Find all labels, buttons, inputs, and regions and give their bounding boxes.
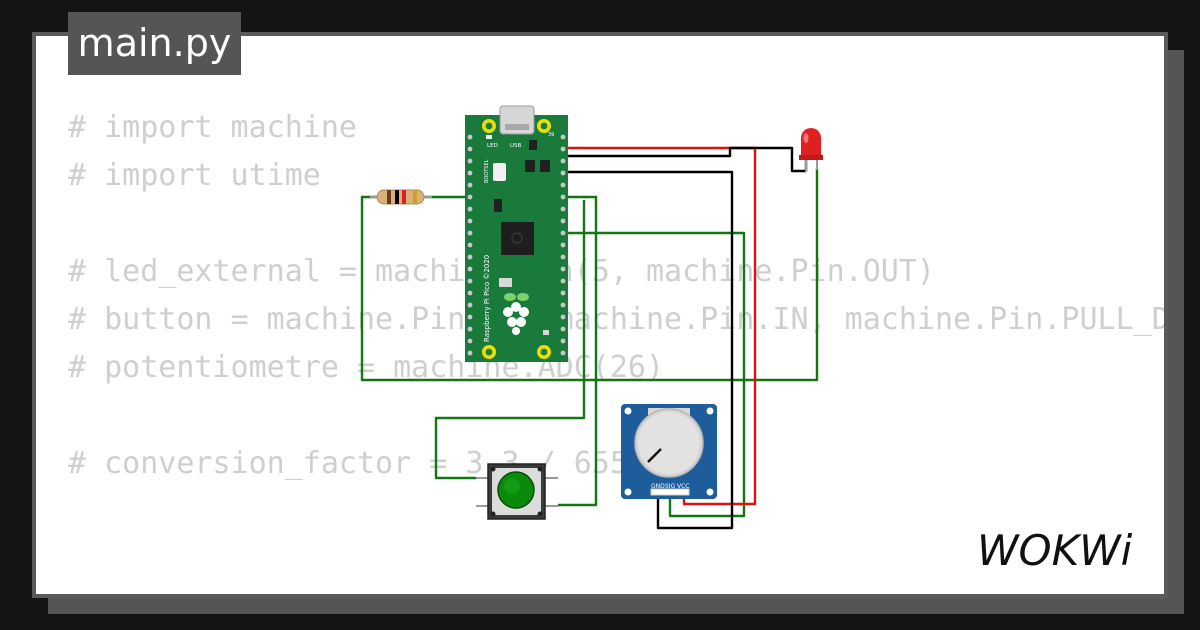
external-led[interactable] (799, 128, 823, 172)
pico-board[interactable]: LED USB 39 BOOTSEL Raspberry Pi Pico ©20… (465, 105, 568, 362)
bootsel-label: BOOTSEL (484, 159, 490, 183)
push-button[interactable] (476, 463, 558, 520)
pot-pin-vcc: VCC (677, 483, 689, 490)
wire-green-pot-signal[interactable] (562, 231, 746, 518)
potentiometer[interactable]: GND SIG VCC (621, 404, 717, 499)
pico-pins-right (560, 134, 566, 356)
code-line: # import utime (68, 158, 321, 193)
simulator-window: # import machine# import utime# led_exte… (32, 32, 1168, 598)
bootsel-button[interactable] (493, 163, 506, 181)
usb-label: USB (510, 143, 522, 149)
board-silkscreen: Raspberry Pi Pico ©2020 (483, 255, 491, 342)
raspberry-logo-icon (503, 293, 529, 335)
wire-green-button-top[interactable] (558, 195, 598, 507)
wire-green-button-left[interactable] (434, 200, 586, 480)
code-line: # button = machine.Pin(14, machine.Pin.I… (68, 302, 1168, 337)
code-line: # import machine (68, 110, 357, 145)
wokwi-logo: WOKWi (977, 526, 1133, 575)
wire-black-led[interactable] (562, 146, 808, 173)
pin-label: 39 (548, 132, 554, 138)
code-line: # while True: (68, 584, 1164, 594)
pico-pins-left (467, 134, 473, 356)
resistor[interactable] (370, 189, 432, 205)
led-label: LED (487, 143, 498, 149)
wire-red-vcc[interactable] (562, 146, 757, 506)
knob-indicator (647, 448, 662, 463)
wire-black-pot[interactable] (562, 170, 734, 530)
file-tab[interactable]: main.py (68, 12, 241, 75)
rp2040-chip (501, 222, 534, 255)
wokwi-logo-text: WOKWi (977, 526, 1133, 575)
pot-pin-gnd: GND (651, 483, 665, 490)
pot-pin-sig: SIG (665, 483, 676, 490)
onboard-led (486, 135, 492, 139)
wire-green-resistor[interactable] (360, 168, 819, 382)
code-editor[interactable]: # import machine# import utime# led_exte… (68, 104, 1168, 594)
